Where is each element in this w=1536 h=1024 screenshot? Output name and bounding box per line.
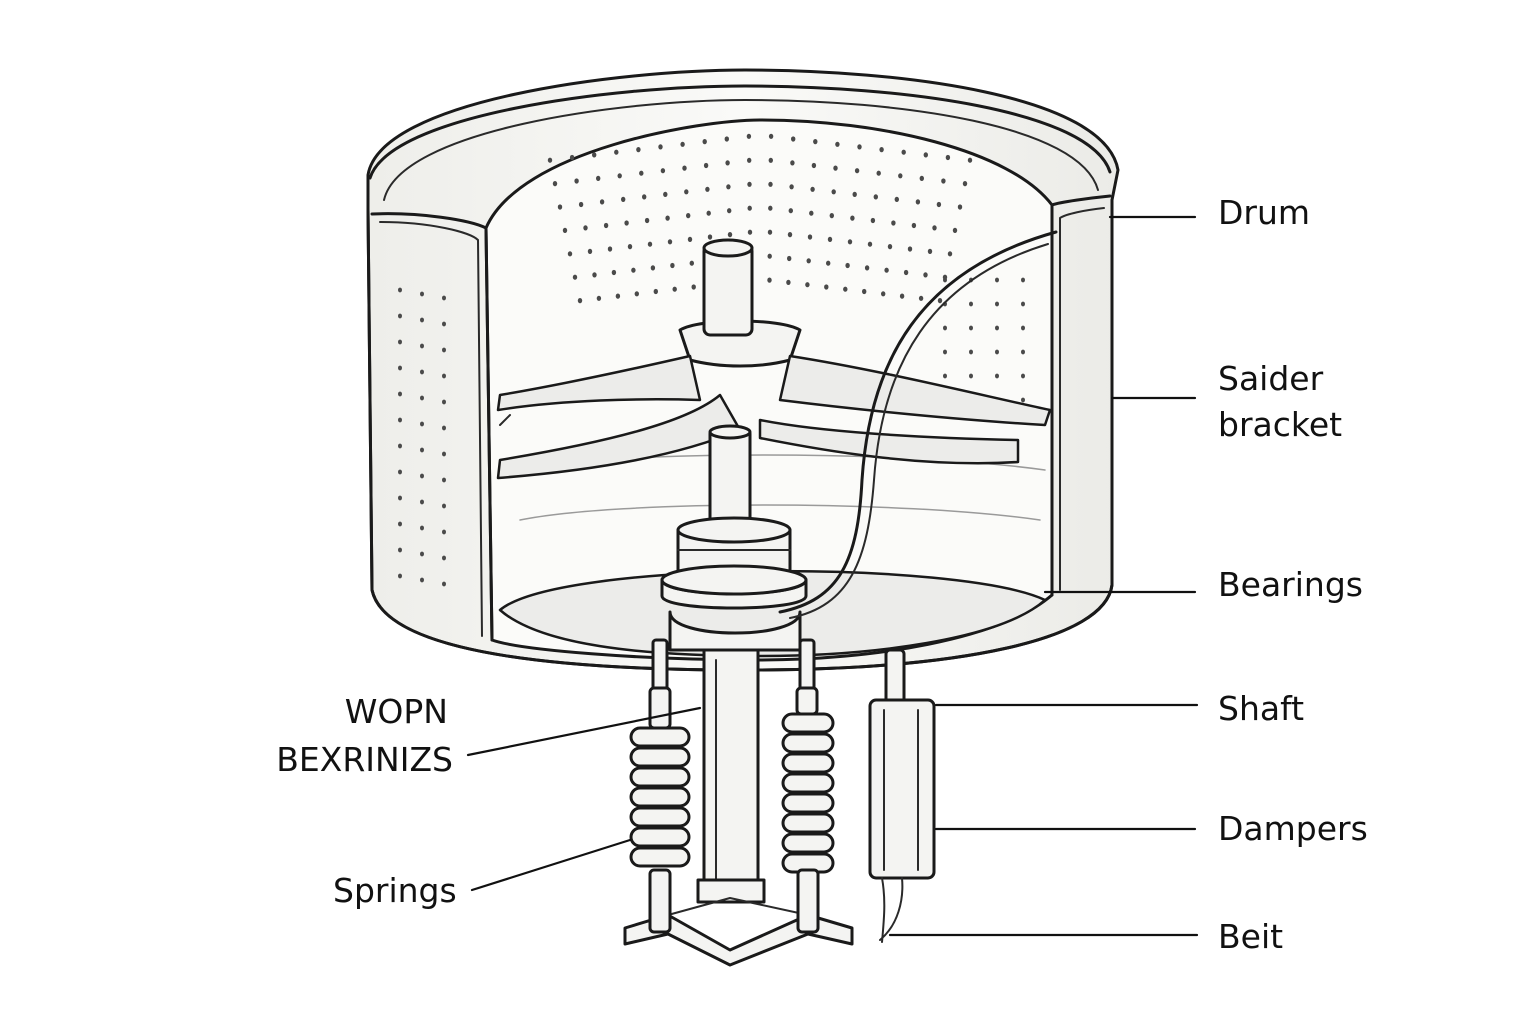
leader-springs	[470, 838, 632, 892]
label-bearings: Bearings	[1218, 565, 1363, 604]
label-wopn: WOPN	[344, 692, 448, 731]
cutaway-opening	[370, 118, 1112, 662]
label-spider-bracket-line1: Saider	[1218, 359, 1324, 398]
label-belt: Beit	[1218, 917, 1284, 956]
right-spring-assembly	[781, 638, 835, 934]
spider-bracket	[496, 238, 1052, 480]
leader-wopn-bexrinizs	[466, 706, 702, 757]
bearing-stack	[660, 516, 808, 610]
drum-perforations	[398, 133, 1025, 587]
label-dampers: Dampers	[1218, 809, 1368, 848]
label-bexrinizs: BEXRINIZS	[276, 740, 453, 779]
leader-lines	[466, 215, 1199, 937]
base-frame	[623, 897, 854, 967]
left-spring-assembly	[629, 638, 691, 934]
label-spider-bracket-line2: bracket	[1218, 405, 1343, 444]
belt-path	[778, 230, 1058, 619]
label-shaft: Shaft	[1218, 689, 1305, 728]
central-shaft	[708, 424, 752, 532]
label-springs: Springs	[333, 871, 457, 910]
label-drum: Drum	[1218, 193, 1311, 232]
damper	[868, 648, 936, 943]
drive-shaft	[668, 610, 802, 904]
